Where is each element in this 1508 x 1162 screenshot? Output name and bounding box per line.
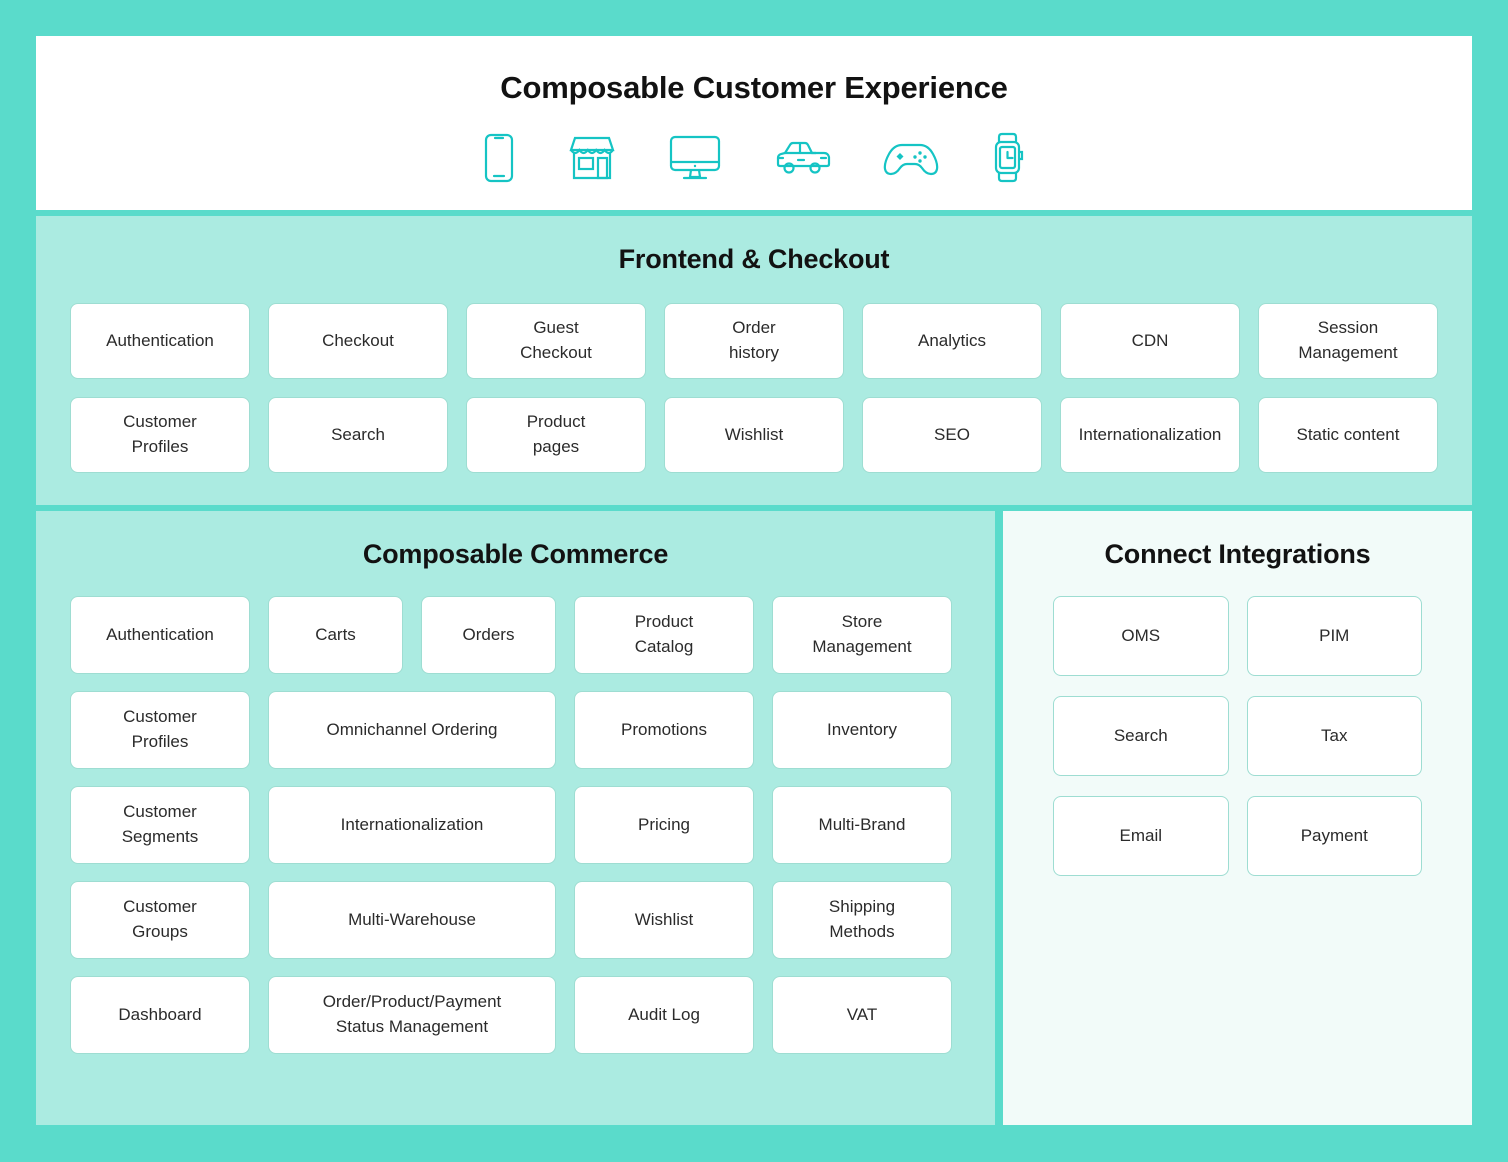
commerce-card[interactable]: Customer Profiles — [70, 691, 250, 769]
channel-icon-row — [36, 132, 1472, 184]
connect-card[interactable]: Email — [1053, 796, 1229, 876]
frontend-checkout-section: Frontend & Checkout Authentication Check… — [36, 216, 1472, 505]
frontend-card[interactable]: Authentication — [70, 303, 250, 379]
storefront-icon — [566, 135, 618, 181]
commerce-card[interactable]: Carts — [268, 596, 403, 674]
connect-card[interactable]: Tax — [1246, 696, 1422, 776]
frontend-card[interactable]: CDN — [1060, 303, 1240, 379]
commerce-card[interactable]: Order/Product/Payment Status Management — [268, 976, 556, 1054]
frontend-card[interactable]: Customer Profiles — [70, 397, 250, 473]
commerce-card[interactable]: VAT — [772, 976, 952, 1054]
frontend-card[interactable]: Guest Checkout — [466, 303, 646, 379]
commerce-card[interactable]: Pricing — [574, 786, 754, 864]
commerce-card-grid: Authentication Carts Orders Product Cata… — [70, 596, 961, 1054]
commerce-card[interactable]: Store Management — [772, 596, 952, 674]
connect-card[interactable]: PIM — [1246, 596, 1422, 676]
commerce-card[interactable]: Inventory — [772, 691, 952, 769]
commerce-card[interactable]: Orders — [421, 596, 556, 674]
frontend-card[interactable]: Wishlist — [664, 397, 844, 473]
commerce-card[interactable]: Audit Log — [574, 976, 754, 1054]
frontend-card[interactable]: Search — [268, 397, 448, 473]
connect-card-grid: OMS PIM Search Tax Email Payment — [1053, 596, 1422, 876]
commerce-card[interactable]: Dashboard — [70, 976, 250, 1054]
diagram-board: Composable Customer Experience — [36, 36, 1472, 1125]
frontend-card-grid: Authentication Checkout Guest Checkout O… — [70, 303, 1438, 473]
connect-card[interactable]: Search — [1053, 696, 1229, 776]
header-section: Composable Customer Experience — [36, 36, 1472, 210]
frontend-card[interactable]: Session Management — [1258, 303, 1438, 379]
gamepad-icon — [882, 139, 940, 177]
frontend-card[interactable]: Checkout — [268, 303, 448, 379]
commerce-card[interactable]: Customer Groups — [70, 881, 250, 959]
frontend-section-title: Frontend & Checkout — [618, 244, 890, 274]
commerce-card[interactable]: Omnichannel Ordering — [268, 691, 556, 769]
composable-commerce-section: Composable Commerce Authentication Carts… — [36, 511, 995, 1125]
page-title: Composable Customer Experience — [500, 70, 1008, 105]
frontend-card[interactable]: Product pages — [466, 397, 646, 473]
commerce-card[interactable]: Product Catalog — [574, 596, 754, 674]
commerce-card[interactable]: Shipping Methods — [772, 881, 952, 959]
commerce-card[interactable]: Multi-Brand — [772, 786, 952, 864]
commerce-card[interactable]: Multi-Warehouse — [268, 881, 556, 959]
lower-band: Composable Commerce Authentication Carts… — [36, 511, 1472, 1125]
car-icon — [772, 138, 832, 178]
frontend-card[interactable]: Order history — [664, 303, 844, 379]
connect-section-title: Connect Integrations — [1104, 539, 1371, 569]
commerce-card[interactable]: Internationalization — [268, 786, 556, 864]
desktop-monitor-icon — [668, 135, 722, 181]
frontend-card[interactable]: SEO — [862, 397, 1042, 473]
commerce-section-title: Composable Commerce — [362, 539, 669, 569]
commerce-card[interactable]: Wishlist — [574, 881, 754, 959]
connect-integrations-section: Connect Integrations OMS PIM Search Tax … — [1003, 511, 1472, 1125]
frontend-card[interactable]: Internationalization — [1060, 397, 1240, 473]
mobile-phone-icon — [482, 133, 516, 183]
commerce-card[interactable]: Customer Segments — [70, 786, 250, 864]
connect-card[interactable]: OMS — [1053, 596, 1229, 676]
smartwatch-icon — [990, 132, 1026, 184]
commerce-card[interactable]: Promotions — [574, 691, 754, 769]
connect-card[interactable]: Payment — [1246, 796, 1422, 876]
frontend-card[interactable]: Analytics — [862, 303, 1042, 379]
commerce-card[interactable]: Authentication — [70, 596, 250, 674]
frontend-card[interactable]: Static content — [1258, 397, 1438, 473]
